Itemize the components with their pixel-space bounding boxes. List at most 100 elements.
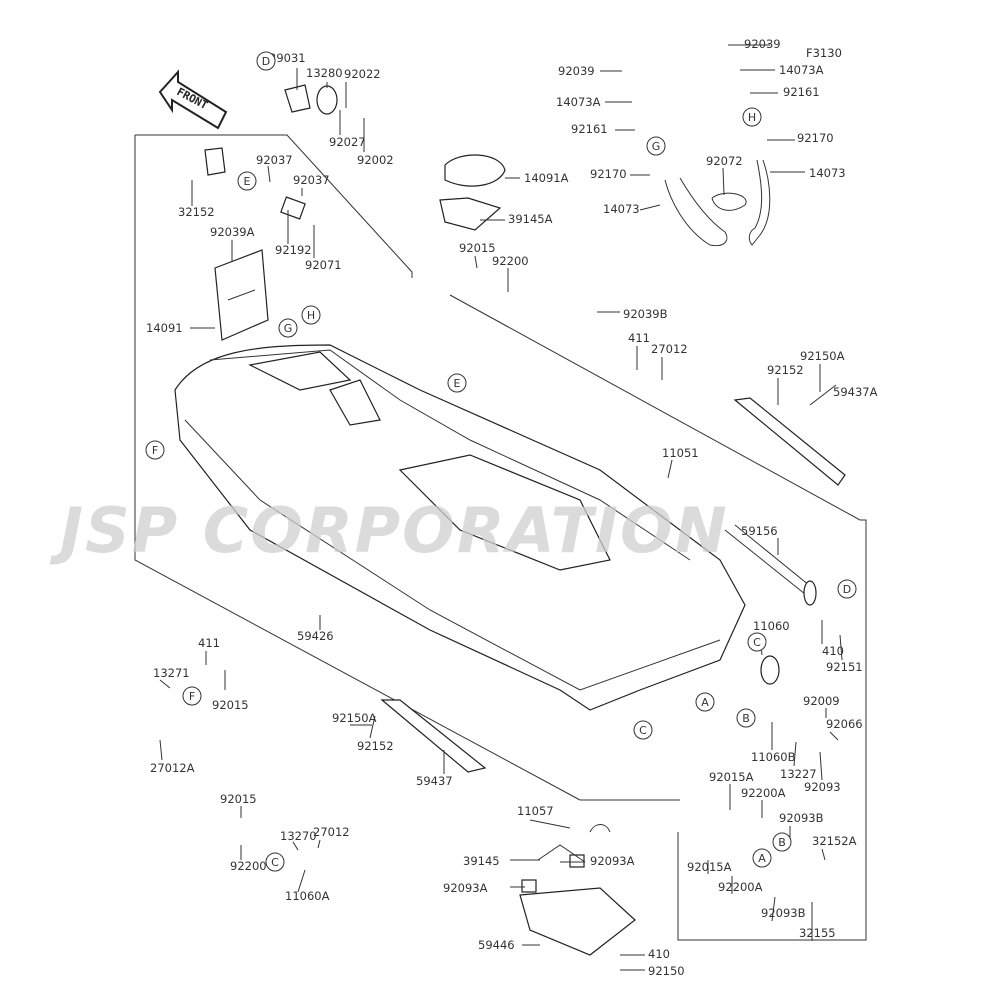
- part-label-59437a: 59437A: [833, 385, 878, 399]
- front-arrow-icon: FRONT: [158, 69, 228, 130]
- callout-d: D: [837, 579, 857, 599]
- part-label-14073a: 14073A: [556, 95, 601, 109]
- callout-letter: B: [778, 836, 786, 849]
- callout-circle: [237, 171, 257, 191]
- part-label-11060: 11060: [753, 619, 790, 633]
- part-label-92039a: 92039A: [210, 225, 255, 239]
- leader-line: [297, 869, 306, 893]
- callout-g: G: [278, 318, 298, 338]
- part-label-32152: 32152: [178, 205, 215, 219]
- part-label-92037: 92037: [293, 173, 330, 187]
- part-label-92150a: 92150A: [800, 349, 845, 363]
- part-label-410: 410: [822, 644, 844, 658]
- leader-line: [809, 384, 837, 406]
- part-label-14073a: 14073A: [779, 63, 824, 77]
- part-label-92093a: 92093A: [443, 881, 488, 895]
- part-label-92192: 92192: [275, 243, 312, 257]
- part-label-411: 411: [628, 331, 650, 345]
- part-label-92200a: 92200A: [741, 786, 786, 800]
- part-label-27012: 27012: [313, 825, 350, 839]
- part-label-14073: 14073: [603, 202, 640, 216]
- part-label-27012: 27012: [651, 342, 688, 356]
- leader-line: [317, 839, 321, 849]
- callout-circle: [736, 708, 756, 728]
- part-label-92093b: 92093B: [761, 906, 806, 920]
- callout-circle: [256, 51, 276, 71]
- callout-letter: E: [454, 377, 461, 390]
- callout-c: C: [633, 720, 653, 740]
- callout-circle: [447, 373, 467, 393]
- part-label-92161: 92161: [571, 122, 608, 136]
- boundary-lines: [134, 134, 867, 941]
- part-label-92039: 92039: [558, 64, 595, 78]
- callout-circle: [695, 692, 715, 712]
- callout-e: E: [447, 373, 467, 393]
- leader-line: [639, 204, 661, 211]
- part-label-92151: 92151: [826, 660, 863, 674]
- part-label-59426: 59426: [297, 629, 334, 643]
- leader-line: [821, 848, 826, 861]
- callout-h: H: [301, 305, 321, 325]
- hull-59426: [174, 249, 746, 711]
- callout-letter: C: [271, 856, 279, 869]
- part-label-92200a: 92200A: [718, 880, 763, 894]
- part-label-13271: 13271: [153, 666, 190, 680]
- callout-letter: A: [701, 696, 709, 709]
- callout-letter: C: [639, 724, 647, 737]
- part-label-92039: 92039: [744, 37, 781, 51]
- callout-circle: [182, 686, 202, 706]
- part-label-92150a: 92150A: [332, 711, 377, 725]
- part-label-13227: 13227: [780, 767, 817, 781]
- part-label-92027: 92027: [329, 135, 366, 149]
- part-label-39145: 39145: [463, 854, 500, 868]
- callout-circle: [747, 632, 767, 652]
- part-label-92039b: 92039B: [623, 307, 668, 321]
- callout-circle: [837, 579, 857, 599]
- part-label-11051: 11051: [662, 446, 699, 460]
- leader-line: [369, 715, 376, 739]
- callout-c: C: [747, 632, 767, 652]
- callout-letter: G: [652, 140, 661, 153]
- callout-letter: F: [152, 444, 158, 457]
- part-label-92152: 92152: [767, 363, 804, 377]
- part-label-11060b: 11060B: [751, 750, 796, 764]
- callout-letter: H: [748, 111, 756, 124]
- callout-h: H: [742, 107, 762, 127]
- part-label-92071: 92071: [305, 258, 342, 272]
- parts: [204, 84, 846, 956]
- callout-letter: E: [244, 175, 251, 188]
- callout-circle: [301, 305, 321, 325]
- part-label-92152: 92152: [357, 739, 394, 753]
- part-label-92015a: 92015A: [709, 770, 754, 784]
- part-label-92170: 92170: [797, 131, 834, 145]
- part-label-92015a: 92015A: [687, 860, 732, 874]
- part-label-32155: 32155: [799, 926, 836, 940]
- leader-line: [829, 731, 839, 741]
- callout-f: F: [145, 440, 165, 460]
- part-label-92093a: 92093A: [590, 854, 635, 868]
- callout-f: F: [182, 686, 202, 706]
- part-label-92200: 92200: [230, 859, 267, 873]
- callout-circle: [265, 852, 285, 872]
- part-label-11060a: 11060A: [285, 889, 330, 903]
- part-label-59446: 59446: [478, 938, 515, 952]
- callout-d: D: [256, 51, 276, 71]
- callout-e: E: [237, 171, 257, 191]
- callout-circle: [278, 318, 298, 338]
- part-label-13280: 13280: [306, 66, 343, 80]
- leader-line: [722, 167, 725, 196]
- part-label-92150: 92150: [648, 964, 685, 978]
- callout-circle: [752, 848, 772, 868]
- leader-line: [292, 841, 299, 851]
- leader-line: [667, 459, 673, 479]
- part-label-92200: 92200: [492, 254, 529, 268]
- part-label-92015: 92015: [459, 241, 496, 255]
- callout-b: B: [736, 708, 756, 728]
- part-label-92022: 92022: [344, 67, 381, 81]
- part-label-92066: 92066: [826, 717, 863, 731]
- part-label-411: 411: [198, 636, 220, 650]
- part-label-92009: 92009: [803, 694, 840, 708]
- diagram-code: F3130: [806, 46, 842, 60]
